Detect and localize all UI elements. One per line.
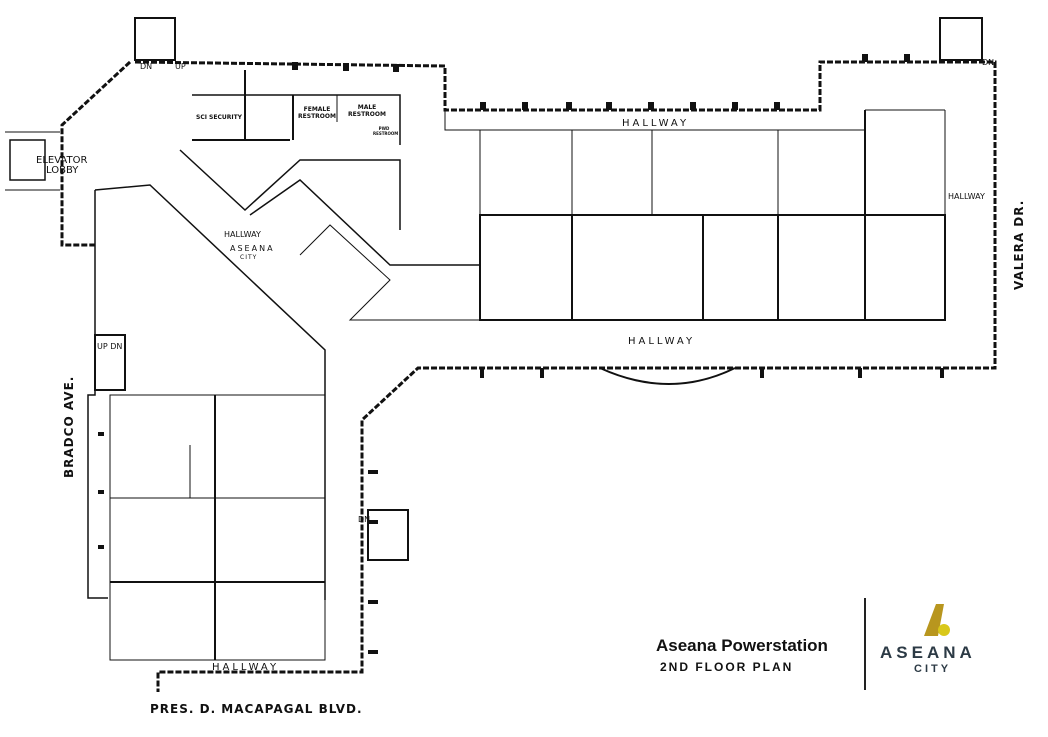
stairs-left-updn: UP DN — [97, 342, 123, 351]
hallway-label-top: HALLWAY — [622, 118, 690, 129]
stairs-top-left-dn: DN — [140, 62, 153, 71]
street-bradco: BRADCO AVE. — [62, 375, 76, 478]
street-macapagal: PRES. D. MACAPAGAL BLVD. — [150, 702, 363, 716]
hallway-label-bottom: HALLWAY — [212, 662, 280, 673]
brand-name: ASEANA — [880, 643, 976, 662]
office-block-sw — [109, 394, 326, 661]
stairs-bottom-dn: DN — [358, 515, 371, 524]
room-pwd-restroom: PWD RESTROOM — [373, 126, 399, 136]
office-row-top — [479, 129, 866, 216]
outer-wall — [134, 60, 997, 692]
outer-wall-west — [60, 60, 132, 247]
west-wall — [87, 190, 108, 599]
stairs-top-left — [134, 17, 176, 61]
elevator-lobby-label-2: LOBBY — [46, 165, 79, 176]
plan-subtitle: 2ND FLOOR PLAN — [660, 660, 794, 674]
street-valera: VALERA DR. — [1012, 199, 1026, 290]
stairs-top-right — [939, 17, 983, 61]
hallway-label-right: HALLWAY — [948, 192, 985, 201]
brand-sub: CITY — [914, 663, 952, 675]
stairs-bottom — [367, 509, 409, 561]
room-male-restroom: MALE RESTROOM — [348, 104, 386, 118]
columns — [98, 54, 944, 654]
stairs-left — [94, 334, 126, 391]
plan-title: Aseana Powerstation — [656, 636, 828, 655]
lobby-label-aseana: ASEANA — [230, 244, 275, 253]
divider — [864, 598, 866, 690]
office-row-bottom — [479, 214, 946, 321]
lobby-label-city: CITY — [240, 254, 258, 261]
elevator-lobby-label-1: ELEVATOR — [36, 155, 88, 166]
elevator — [9, 139, 46, 181]
aseana-logo — [924, 604, 950, 636]
hallway-label-middle: HALLWAY — [628, 336, 696, 347]
stairs-top-right-dn: DN — [982, 58, 995, 67]
hallway-label-diagonal: HALLWAY — [224, 230, 261, 239]
room-female-restroom: FEMALE RESTROOM — [298, 106, 336, 120]
room-sci-security: SCI SECURITY — [196, 114, 243, 121]
stairs-top-left-up: UP — [175, 62, 186, 71]
